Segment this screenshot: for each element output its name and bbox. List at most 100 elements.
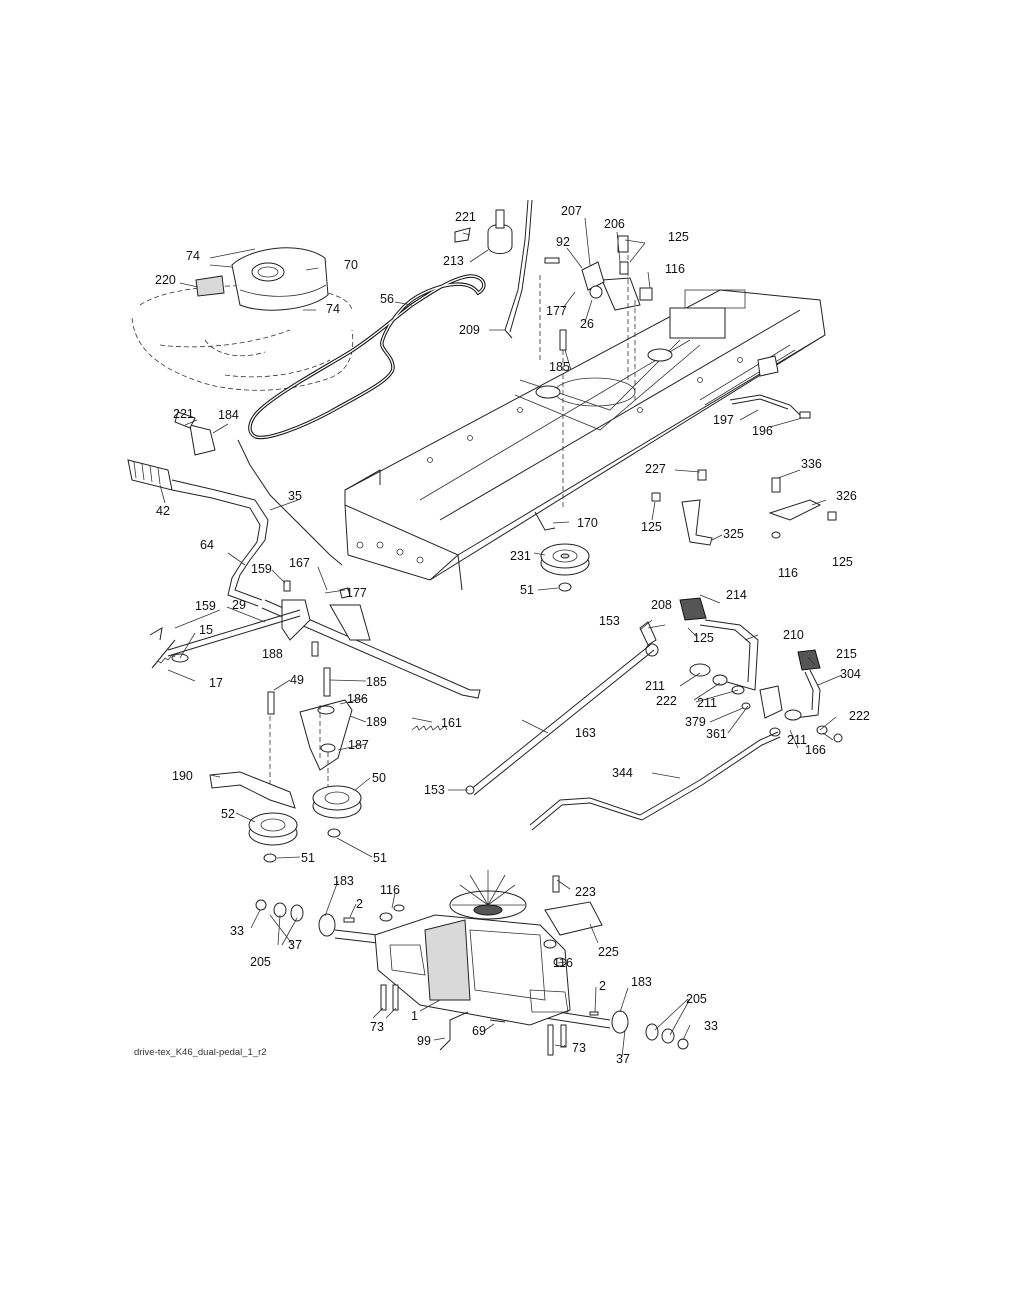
part-label: 214 (726, 588, 747, 602)
part-label: 125 (832, 555, 853, 569)
part-label: 50 (372, 771, 386, 785)
part-label: 116 (665, 262, 685, 276)
part-label: 207 (561, 204, 582, 218)
part-label: 51 (520, 583, 534, 597)
part-label: 52 (221, 807, 235, 821)
part-label: 153 (424, 783, 445, 797)
part-label: 221 (173, 407, 194, 421)
part-label: 56 (380, 292, 394, 306)
guard-190 (209, 771, 296, 809)
part-label: 186 (347, 692, 368, 706)
part-label: 166 (805, 743, 826, 757)
part-label: 208 (651, 598, 672, 612)
part-label: 210 (783, 628, 804, 642)
drive-belt-56 (248, 274, 486, 440)
part-label: 125 (641, 520, 662, 534)
speed-control-lever (127, 411, 481, 699)
pulley-231 (534, 511, 590, 592)
part-label: 15 (199, 623, 213, 637)
part-label: 211 (645, 679, 665, 693)
part-label: 161 (441, 716, 462, 730)
part-label: 213 (443, 254, 464, 268)
part-label: 42 (156, 504, 170, 518)
part-label: 163 (575, 726, 596, 740)
part-label: 37 (616, 1052, 630, 1066)
part-label: 222 (656, 694, 677, 708)
part-label: 69 (472, 1024, 486, 1038)
part-label: 304 (840, 667, 861, 681)
part-label: 35 (288, 489, 302, 503)
part-label: 227 (645, 462, 666, 476)
part-label: 361 (706, 727, 727, 741)
part-label: 26 (580, 317, 594, 331)
part-label: 379 (685, 715, 706, 729)
shift-lever-assembly (454, 199, 653, 510)
part-label: 1 (411, 1009, 418, 1023)
part-label: 231 (510, 549, 531, 563)
part-label: 74 (186, 249, 200, 263)
tractor-frame (344, 289, 826, 591)
part-label: 125 (668, 230, 689, 244)
part-label: 116 (778, 566, 798, 580)
spring-161 (411, 725, 448, 731)
part-label: 116 (380, 883, 400, 897)
part-label: 64 (200, 538, 214, 552)
pulley-50 (312, 785, 362, 838)
leader-lines (159, 217, 843, 1058)
part-label: 99 (417, 1034, 431, 1048)
part-label: 17 (209, 676, 223, 690)
part-label: 51 (373, 851, 387, 865)
part-label: 73 (572, 1041, 586, 1055)
part-label: 177 (546, 304, 567, 318)
part-label: 223 (575, 885, 596, 899)
part-label: 51 (301, 851, 315, 865)
part-label: 37 (288, 938, 302, 952)
part-label: 189 (366, 715, 387, 729)
part-label: 190 (172, 769, 193, 783)
part-label: 344 (612, 766, 633, 780)
part-label: 116 (553, 956, 573, 970)
diagram-caption: drive-tex_K46_dual-pedal_1_r2 (134, 1047, 267, 1058)
bracket-326 (768, 477, 837, 539)
part-label: 187 (348, 738, 369, 752)
seat-fender-drawing (131, 247, 354, 391)
part-label: 215 (836, 647, 857, 661)
part-label: 205 (686, 992, 707, 1006)
pulley-52 (248, 812, 298, 863)
part-label: 167 (289, 556, 310, 570)
part-labels: 221 213 207 92 206 125 116 74 70 220 74 … (155, 204, 870, 1066)
idler-bracket-189 (267, 667, 353, 800)
part-label: 183 (631, 975, 652, 989)
part-label: 29 (232, 598, 246, 612)
part-label: 125 (693, 631, 714, 645)
part-label: 153 (599, 614, 620, 628)
part-label: 92 (556, 235, 570, 249)
part-label: 197 (713, 413, 734, 427)
part-label: 211 (787, 733, 807, 747)
bracket-325 (651, 469, 713, 546)
part-label: 220 (155, 273, 176, 287)
part-label: 49 (290, 673, 304, 687)
part-label: 159 (195, 599, 216, 613)
part-label: 206 (604, 217, 625, 231)
part-label: 185 (549, 360, 570, 374)
part-label: 222 (849, 709, 870, 723)
part-label: 70 (344, 258, 358, 272)
pedal-assembly (465, 597, 843, 831)
part-label: 159 (251, 562, 272, 576)
part-label: 325 (723, 527, 744, 541)
part-label: 183 (333, 874, 354, 888)
part-label: 2 (599, 979, 606, 993)
part-label: 184 (218, 408, 239, 422)
part-label: 33 (230, 924, 244, 938)
part-label: 74 (326, 302, 340, 316)
part-label: 33 (704, 1019, 718, 1033)
transaxle-drawing (255, 870, 689, 1056)
part-label: 73 (370, 1020, 384, 1034)
part-label: 211 (697, 696, 717, 710)
part-label: 221 (455, 210, 476, 224)
part-label: 225 (598, 945, 619, 959)
part-label: 177 (346, 586, 367, 600)
part-label: 336 (801, 457, 822, 471)
